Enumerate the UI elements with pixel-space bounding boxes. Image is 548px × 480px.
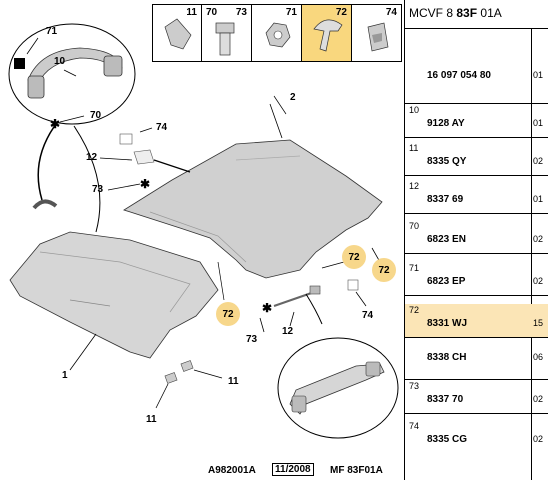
icon-box-71: 71 — [252, 4, 302, 62]
row-subref: 11 — [409, 143, 419, 153]
row-part-ref: 6823 EN — [427, 234, 466, 245]
row-qty: 02 — [533, 394, 544, 404]
svg-text:✱: ✱ — [50, 117, 60, 131]
svg-text:✱: ✱ — [140, 177, 150, 191]
row-subref: 71 — [409, 263, 420, 273]
row-subref: 74 — [409, 421, 420, 431]
callout-74: 74 — [156, 122, 168, 133]
parts-diagram: ✱ ✱ ✱ — [0, 4, 404, 480]
callout-70: 70 — [90, 110, 102, 121]
table-row[interactable]: 11 8335 QY 02 — [405, 142, 548, 176]
footer-date: 11/2008 — [272, 463, 314, 476]
table-row[interactable]: 10 9128 AY 01 — [405, 104, 548, 138]
model-suffix: 01A — [480, 6, 502, 20]
icon-box-number: 73 — [235, 7, 247, 18]
nut-icon — [265, 22, 291, 48]
icon-box-number: 71 — [285, 7, 297, 18]
callout-73: 73 — [246, 334, 258, 345]
callout-12: 12 — [282, 326, 294, 337]
callout-12: 12 — [86, 152, 98, 163]
icon-box-11: 11 — [152, 4, 202, 62]
screw-icon — [215, 22, 235, 56]
callout-72-highlight: 72 — [342, 245, 366, 269]
icon-box-number: 72 — [335, 7, 347, 18]
row-part-ref: 8331 WJ — [427, 318, 468, 329]
row-qty: 02 — [533, 434, 544, 444]
icon-box-74: 74 — [352, 4, 402, 62]
callout-73: 73 — [92, 184, 104, 195]
icon-box-70-73: 73 70 — [202, 4, 252, 62]
row-part-ref: 16 097 054 80 — [427, 70, 491, 81]
table-row[interactable]: 16 097 054 80 01 — [405, 56, 548, 104]
row-subref: 10 — [409, 105, 420, 115]
row-qty: 01 — [533, 194, 544, 204]
table-row[interactable]: 12 8337 69 01 — [405, 180, 548, 214]
clip-icon — [164, 18, 192, 50]
row-subref: 73 — [409, 381, 420, 391]
diagram-drawing: ✱ ✱ ✱ — [8, 23, 399, 439]
callout-11: 11 — [146, 414, 157, 425]
diagram-footer: A982001A 11/2008 MF 83F01A — [0, 460, 404, 480]
footer-code: MF 83F01A — [330, 465, 383, 476]
row-qty: 01 — [533, 70, 544, 80]
callout-2: 2 — [290, 92, 296, 103]
row-part-ref: 8335 CG — [427, 434, 468, 445]
row-subref: 72 — [409, 305, 420, 315]
callout-72-highlight: 72 — [216, 302, 240, 326]
callout-71: 71 — [46, 26, 58, 37]
row-part-ref: 8337 70 — [427, 394, 464, 405]
row-part-ref: 8335 QY — [427, 156, 467, 167]
icon-box-number: 74 — [385, 7, 397, 18]
row-part-ref: 6823 EP — [427, 276, 466, 287]
callout-10: 10 — [54, 56, 66, 67]
model-label: MCVF 8 — [409, 6, 454, 20]
table-row[interactable]: 8338 CH 06 — [405, 338, 548, 380]
row-qty: 01 — [533, 118, 544, 128]
parts-table: MCVF 8 83F 01A 16 097 054 80 01 10 9128 AY 0… — [404, 0, 548, 480]
table-row[interactable]: 71 6823 EP 02 — [405, 262, 548, 296]
icon-box-number: 11 — [186, 7, 197, 18]
row-part-ref: 9128 AY — [427, 118, 465, 129]
push-pin-icon — [313, 19, 343, 52]
svg-text:✱: ✱ — [262, 301, 272, 315]
table-row[interactable]: 73 8337 70 02 — [405, 380, 548, 414]
table-title: MCVF 8 83F 01A — [405, 0, 548, 29]
row-qty: 02 — [533, 276, 544, 286]
row-qty: 02 — [533, 156, 544, 166]
callout-72-highlight: 72 — [372, 258, 396, 282]
row-qty: 02 — [533, 234, 544, 244]
row-subref: 12 — [409, 181, 420, 191]
row-part-ref: 8338 CH — [427, 352, 467, 363]
qty-column-divider — [531, 28, 532, 480]
row-qty: 06 — [533, 352, 544, 362]
icon-box-number-secondary: 70 — [206, 7, 218, 18]
row-subref: 70 — [409, 221, 420, 231]
bracket-icon — [367, 22, 389, 52]
table-row[interactable]: 74 8335 CG 02 — [405, 420, 548, 480]
table-row[interactable]: 72 8331 WJ 15 — [405, 304, 548, 338]
model-code: 83F — [456, 6, 478, 20]
row-part-ref: 8337 69 — [427, 194, 464, 205]
callout-11: 11 — [228, 376, 239, 387]
callout-1: 1 — [62, 370, 68, 381]
callout-74: 74 — [362, 310, 374, 321]
footer-ref: A982001A — [208, 465, 256, 476]
table-row[interactable]: 70 6823 EN 02 — [405, 220, 548, 254]
row-qty: 15 — [533, 318, 544, 328]
icon-box-72: 72 — [302, 4, 352, 62]
